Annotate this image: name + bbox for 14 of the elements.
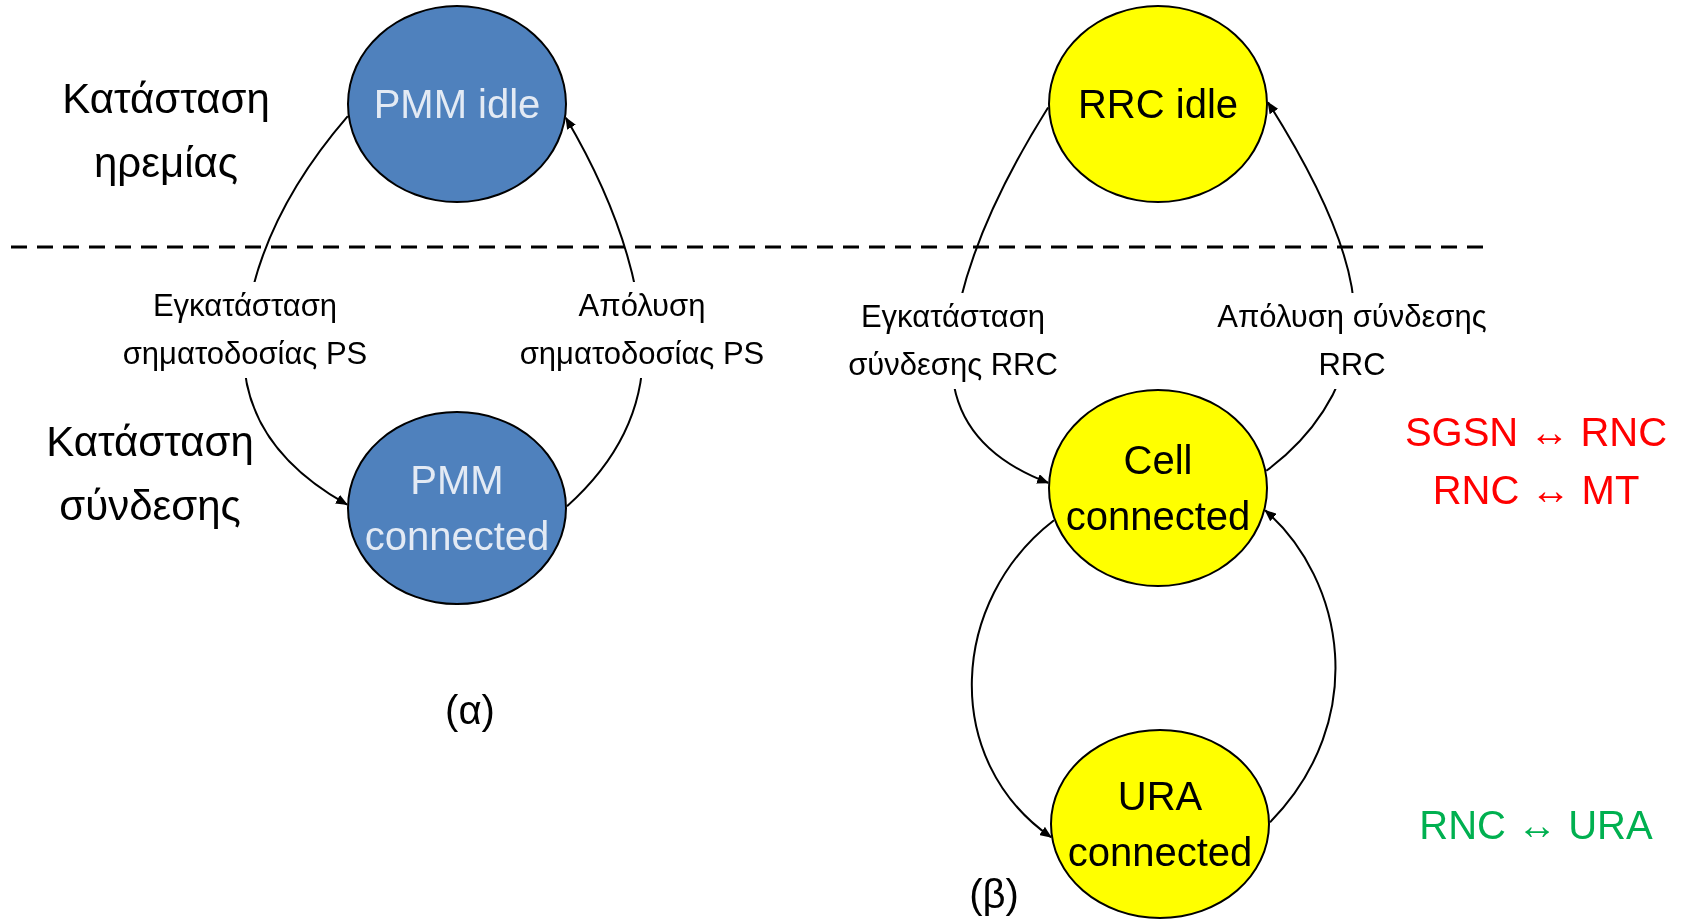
note-text: RNC ↔ MT [1431, 467, 1641, 514]
state-name: Cell connected [1064, 437, 1252, 540]
state-name: PMM connected [363, 457, 551, 560]
note-text: RNC ↔ URA [1418, 802, 1654, 849]
state-name: PMM idle [372, 81, 542, 128]
note-text: Κατάσταση σύνδεσης [45, 417, 255, 531]
note-text: (α) [444, 687, 496, 734]
state-name: URA connected [1066, 773, 1254, 876]
arrow [970, 519, 1055, 839]
note-text: (β) [968, 871, 1020, 918]
note-text: Κατάσταση ηρεμίας [61, 74, 271, 188]
note-text: SGSN ↔ RNC [1403, 409, 1669, 456]
state-name: RRC idle [1076, 81, 1239, 128]
arrow [1264, 509, 1337, 824]
